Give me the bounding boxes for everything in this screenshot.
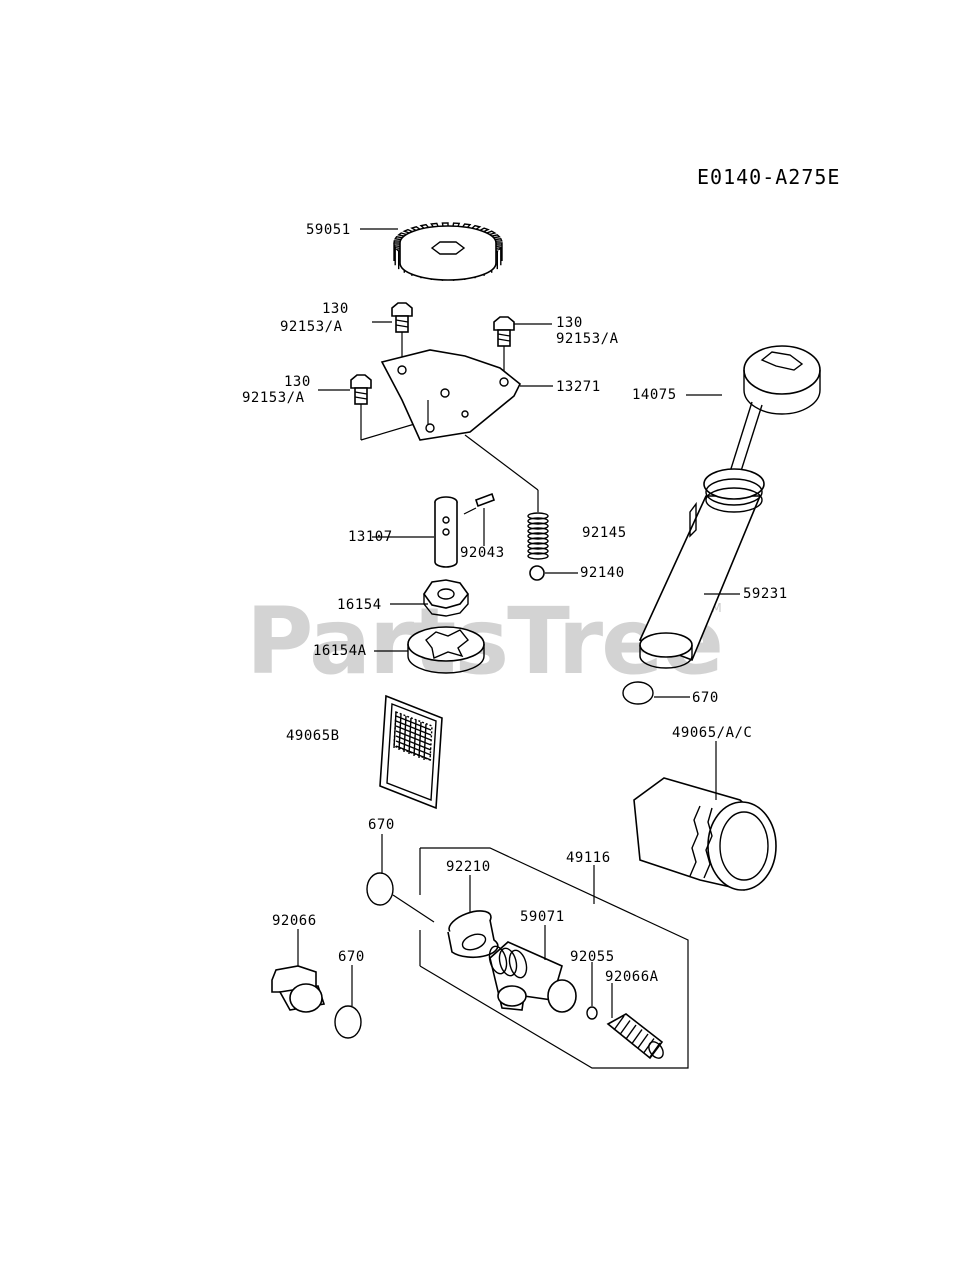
part-59051-gear[interactable] <box>393 222 503 281</box>
label-92145[interactable]: 92145 <box>582 525 627 541</box>
mesh-line <box>395 740 432 756</box>
label-670-middle[interactable]: 670 <box>368 817 395 833</box>
label-130-left[interactable]: 130 <box>284 374 311 390</box>
thread-line <box>637 1033 649 1049</box>
label-92055[interactable]: 92055 <box>570 949 615 965</box>
spring-coil <box>527 542 549 550</box>
spring-coil <box>527 537 549 545</box>
spring-coil <box>527 547 549 555</box>
label-92066A[interactable]: 92066A <box>605 969 659 985</box>
thread-line <box>613 1015 625 1031</box>
part-92066-drain-plug[interactable] <box>271 965 326 1013</box>
mesh-line <box>418 721 422 759</box>
mesh-line <box>393 711 397 749</box>
part-670-oring-middle[interactable] <box>366 872 394 906</box>
spring-coil <box>527 552 549 560</box>
part-92145-spring[interactable] <box>527 512 549 560</box>
label-14075[interactable]: 14075 <box>632 387 677 403</box>
part-92153-bolt-top-left[interactable] <box>391 302 413 333</box>
part-14075-dipstick[interactable] <box>717 345 821 513</box>
part-16154A-outer-rotor[interactable] <box>407 626 485 674</box>
label-92066[interactable]: 92066 <box>272 913 317 929</box>
label-13271[interactable]: 13271 <box>556 379 601 395</box>
spring-coil <box>527 522 549 530</box>
label-92153-left[interactable]: 92153/A <box>242 390 305 406</box>
label-92140[interactable]: 92140 <box>580 565 625 581</box>
thread-line <box>649 1042 661 1058</box>
label-49116[interactable]: 49116 <box>566 850 611 866</box>
label-92043[interactable]: 92043 <box>460 545 505 561</box>
part-13271-plate[interactable] <box>380 349 522 441</box>
spring-coil <box>527 527 549 535</box>
part-59071-fitting[interactable] <box>487 941 577 1013</box>
spring-coil <box>527 532 549 540</box>
spring-coil <box>527 512 549 520</box>
label-130-top-left[interactable]: 130 <box>322 301 349 317</box>
part-92153-bolt-left[interactable] <box>350 374 372 405</box>
label-130-top-right[interactable]: 130 <box>556 315 583 331</box>
label-13107[interactable]: 13107 <box>348 529 393 545</box>
part-92066A-plug[interactable] <box>606 1013 666 1061</box>
part-49065B-screen[interactable] <box>379 694 443 810</box>
label-92153-top-right[interactable]: 92153/A <box>556 331 619 347</box>
label-670-right[interactable]: 670 <box>692 690 719 706</box>
assembly-49116-outline <box>419 847 689 1069</box>
part-92140-ball[interactable] <box>529 565 545 581</box>
thread-line <box>619 1020 631 1035</box>
part-92153-bolt-top-right[interactable] <box>493 316 515 347</box>
label-49065AC[interactable]: 49065/A/C <box>672 725 752 741</box>
label-16154A[interactable]: 16154A <box>313 643 367 659</box>
label-670-bottom[interactable]: 670 <box>338 949 365 965</box>
label-49065B[interactable]: 49065B <box>286 728 340 744</box>
part-670-oring-bottom[interactable] <box>334 1005 362 1039</box>
label-92210[interactable]: 92210 <box>446 859 491 875</box>
thread-line <box>631 1029 643 1044</box>
mesh-line <box>395 745 432 761</box>
label-16154[interactable]: 16154 <box>337 597 382 613</box>
part-92055-oring[interactable] <box>586 1006 598 1020</box>
part-59231-filler-tube[interactable] <box>638 468 765 669</box>
label-59231[interactable]: 59231 <box>743 586 788 602</box>
thread-line <box>643 1038 655 1053</box>
mesh-line <box>413 719 417 757</box>
spring-coil <box>527 517 549 525</box>
part-670-oring-right[interactable] <box>622 681 654 705</box>
diagram-code: E0140-A275E <box>697 165 840 189</box>
thread-line <box>625 1024 637 1040</box>
part-92210-nut[interactable] <box>446 906 499 959</box>
part-13107-shaft[interactable] <box>434 496 458 568</box>
mesh-line <box>423 723 427 761</box>
label-59051[interactable]: 59051 <box>306 222 351 238</box>
label-59071[interactable]: 59071 <box>520 909 565 925</box>
label-92153-top-left[interactable]: 92153/A <box>280 319 343 335</box>
part-92043-pin[interactable] <box>474 492 496 508</box>
part-49065AC-oil-filter[interactable] <box>633 777 777 891</box>
